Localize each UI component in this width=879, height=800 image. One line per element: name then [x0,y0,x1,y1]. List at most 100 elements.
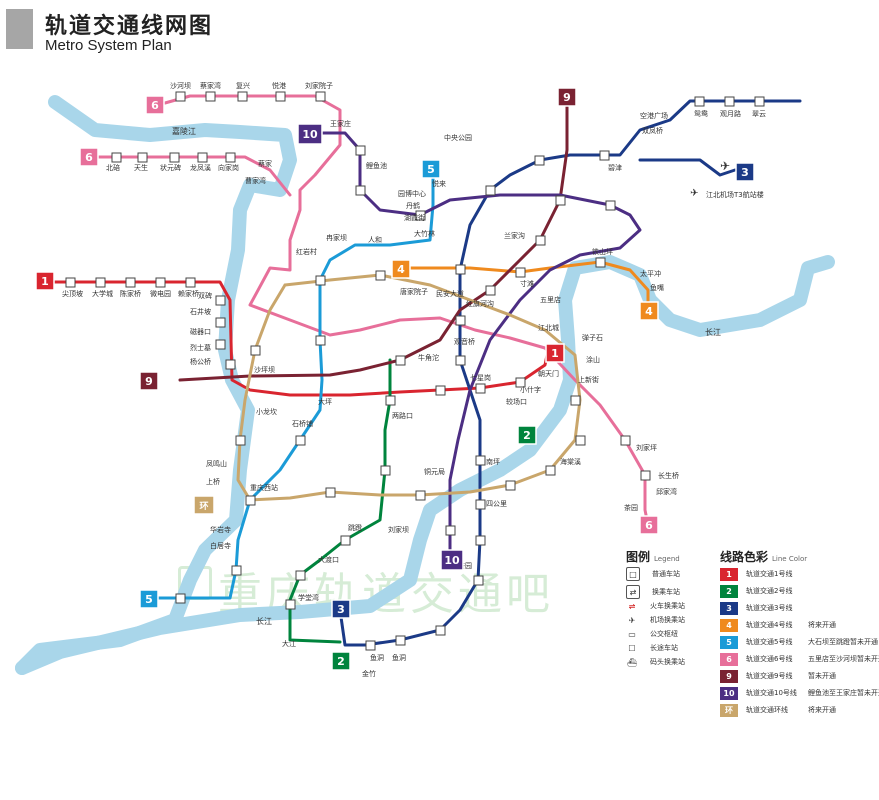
line-color-row: 5 轨道交通5号线 大石坝至跳蹬暂未开通 [720,635,878,649]
legend-label: 公交枢纽 [650,630,678,638]
station-marker [285,599,296,610]
line-3-badge: 3 [741,166,749,179]
line-badges[interactable]: 6 6 6 10 10 9 9 5 5 1 1 3 3 4 4 2 2 环 [35,87,755,671]
station-marker [534,155,545,166]
station-name: 尖顶坡 [62,289,83,298]
legend-label: 长途车站 [650,644,678,652]
station-marker [315,335,326,346]
line-10-badge: 10 [302,128,318,141]
line-swatch: 3 [720,601,738,615]
station-marker [570,395,581,406]
line-name: 轨道交通环线 [746,706,788,714]
station-marker [475,383,486,394]
line-6-badge-bg [145,95,165,115]
line-color-row: 1 轨道交通1号线 [720,567,808,581]
station-name: 金竹 [362,669,376,678]
station-name: 涂山 [586,355,600,364]
line-color-row: 3 轨道交通3号线 [720,601,808,615]
station-marker [65,277,76,288]
station-name: 刘家坪 [636,443,657,452]
line-swatch: 环 [720,703,738,717]
line-swatch: 9 [720,669,738,683]
station-name: 长生桥 [658,471,679,480]
legend-item: ▭ 公交枢纽 [626,626,678,642]
station-marker [315,91,326,102]
station-name: 大渡口 [318,555,339,564]
line-color-row: 2 轨道交通2号线 [720,584,808,598]
station-marker [215,339,226,350]
line-4-badge: 4 [645,305,653,318]
legend-label: 换乘车站 [652,588,680,596]
station-marker [475,499,486,510]
line-color-subtitle: Line Color [772,555,808,563]
line-6-badge-bg [639,515,659,535]
station-name: 小龙坎 [256,407,277,416]
station-marker [235,435,246,446]
legend-item: ⇌ 火车换乘站 [626,598,685,614]
line-4-badge-bg [391,259,411,279]
station-marker [455,264,466,275]
station-marker [724,96,735,107]
station-name: 北碚 [106,163,120,172]
station-name: 冉家坝 [326,233,347,242]
line-name: 轨道交通10号线 [746,689,797,697]
line-10-badge-bg [440,549,464,571]
station-marker [380,465,391,476]
loop-line-route [236,273,582,502]
line-5-badge-bg [139,589,159,609]
loop-line-badge-bg [193,495,215,515]
station-name: 状元碑 [160,163,181,172]
legend-item: ⇄ 换乘车站 [626,584,680,600]
station-name: 茶园 [624,503,638,512]
station-name: 铜元局 [424,467,445,476]
station-marker [455,315,466,326]
station-marker [599,150,610,161]
station-marker [355,185,366,196]
line-name: 轨道交通6号线 [746,655,793,663]
station-name: 鱼洞 [370,653,384,662]
station-marker [175,593,186,604]
line-6-badge: 6 [645,519,653,532]
line-9-badge: 9 [145,375,153,388]
station-name: 重庆西站 [250,483,278,492]
station-marker [185,277,196,288]
line-name: 轨道交通4号线 [746,621,793,629]
station-name: 小什字 [520,385,541,394]
line-1-badge-bg [545,343,565,363]
station-name: 蔡家 [258,159,272,168]
station-name: 鱼洞 [392,653,406,662]
station-name: 天生 [134,163,148,172]
station-marker [365,640,376,651]
station-name: 烈士墓 [190,343,211,352]
line-9-badge-bg [139,371,159,391]
line-swatch: 4 [720,618,738,632]
line-4-badge-bg [639,301,659,321]
station-marker [197,152,208,163]
station-name: 唐家院子 [400,287,428,296]
line-1-route [46,280,550,397]
line-4-badge: 4 [397,263,405,276]
airport-icon: ✈ [720,159,730,173]
station-marker [250,345,261,356]
line-color-row: 9 轨道交通9号线 暂未开通 [720,669,836,683]
changjiang-river-label-2: 长江 [256,616,272,626]
station-name: 学堂湾 [298,593,319,602]
line-name: 轨道交通5号线 [746,638,793,646]
station-marker [555,195,566,206]
page-title: 轨道交通线网图 [45,14,214,39]
line-5-badge: 5 [427,163,435,176]
station-name: 民安大道 [436,289,464,298]
station-name: 空港广场 [640,111,668,120]
station-name: 刘家院子 [305,81,333,90]
station-name: 曹家湾 [245,176,266,185]
station-marker [535,235,546,246]
station-marker [245,495,256,506]
station-marker [325,487,336,498]
line-note: 大石坝至跳蹬暂未开通 [808,638,878,646]
station-marker [395,635,406,646]
line-3-badge-bg [331,599,351,619]
station-name: 鱼嘴 [650,283,664,292]
station-name: 双碑 [198,291,212,300]
station-name: 红旗河沟 [466,299,494,308]
